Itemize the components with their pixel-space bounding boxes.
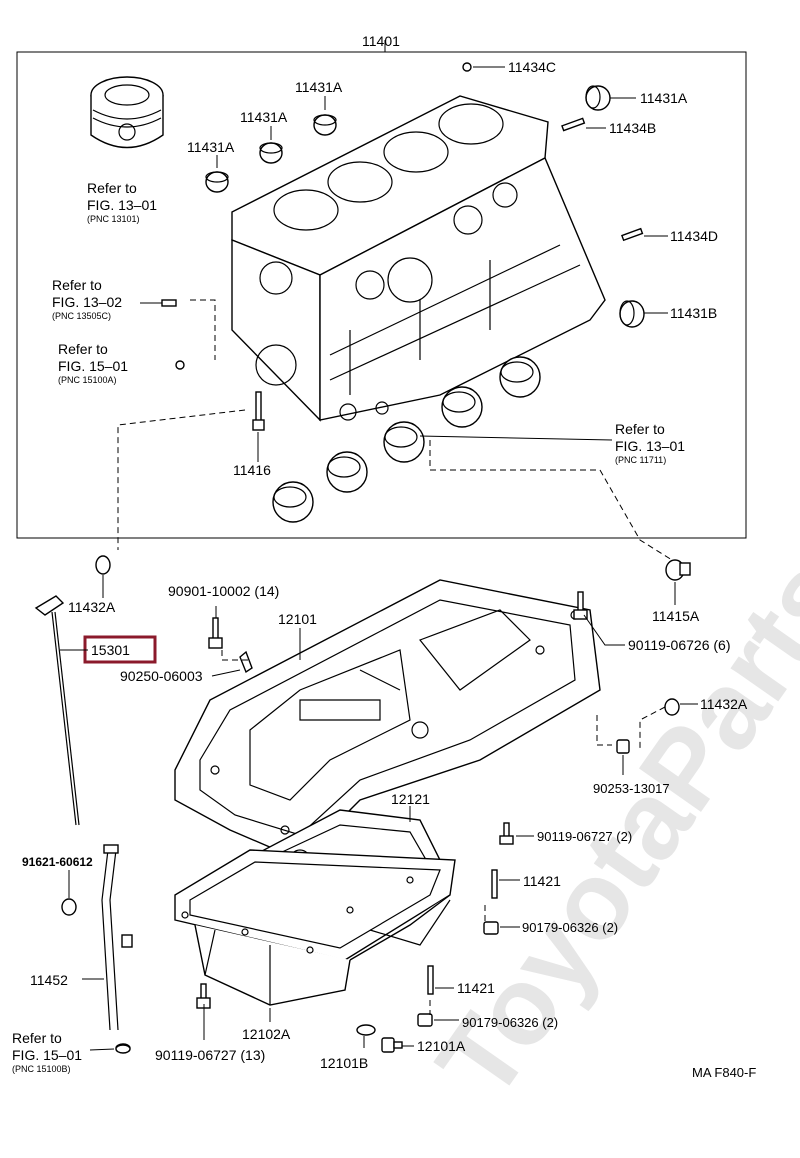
ref-bearing-line1: Refer to bbox=[615, 421, 665, 437]
ref-piston-line1: Refer to bbox=[87, 180, 137, 196]
ref-bearing-line2[interactable]: FIG. 13–01 bbox=[615, 438, 685, 454]
sensor-fitting bbox=[161, 299, 177, 307]
bolt-90119-06726 bbox=[573, 591, 588, 620]
figure-code: MA F840-F bbox=[692, 1065, 756, 1080]
pin-11434b bbox=[561, 117, 586, 132]
block-assembly-frame bbox=[16, 51, 747, 539]
nut-90179-06326-a bbox=[483, 921, 499, 935]
plug-11432a-left bbox=[95, 555, 111, 575]
ref-filter-pnc: (PNC 15100A) bbox=[58, 375, 117, 385]
filter-union bbox=[175, 360, 185, 370]
guide-oring bbox=[115, 1044, 131, 1054]
stud-11421-1 bbox=[491, 869, 498, 899]
stud-11416 bbox=[252, 391, 265, 431]
label-nut-2b[interactable]: 90179-06326 (2) bbox=[462, 1015, 558, 1030]
plug-11431b bbox=[619, 300, 645, 328]
label-bolt-13[interactable]: 90119-06727 (13) bbox=[155, 1047, 265, 1063]
ref-guide-pnc: (PNC 15100B) bbox=[12, 1064, 71, 1074]
label-plug-b[interactable]: 11431B bbox=[670, 305, 717, 321]
ref-piston-line2[interactable]: FIG. 13–01 bbox=[87, 197, 157, 213]
label-union-a[interactable]: 11415A bbox=[652, 608, 700, 624]
drain-plug-12101a bbox=[381, 1037, 403, 1053]
label-pin-b[interactable]: 11434B bbox=[609, 120, 656, 136]
label-drain-plug[interactable]: 12101A bbox=[417, 1038, 466, 1054]
label-nut-2a[interactable]: 90179-06326 (2) bbox=[522, 920, 618, 935]
ref-sensor-line1: Refer to bbox=[52, 277, 102, 293]
label-dipstick[interactable]: 15301 bbox=[91, 642, 130, 658]
label-drain-gasket[interactable]: 12101B bbox=[320, 1055, 368, 1071]
label-pin-d[interactable]: 11434D bbox=[670, 228, 718, 244]
lower-oil-pan-12102a bbox=[174, 849, 456, 1006]
plug-11431a-3 bbox=[205, 171, 229, 193]
ref-guide-line1: Refer to bbox=[12, 1030, 62, 1046]
drain-gasket-12101b bbox=[356, 1024, 376, 1036]
plug-11431a-2 bbox=[259, 142, 283, 164]
label-plug-union-2[interactable]: 11432A bbox=[700, 696, 748, 712]
bearing-set bbox=[272, 356, 541, 523]
bolt-90901-10002 bbox=[208, 617, 223, 649]
guide-tube-11452 bbox=[101, 844, 133, 1053]
label-plug-a-4[interactable]: 11431A bbox=[640, 90, 688, 106]
label-stud-1[interactable]: 11421 bbox=[523, 873, 561, 889]
union-11415a bbox=[665, 559, 691, 581]
ref-sensor-line2[interactable]: FIG. 13–02 bbox=[52, 294, 122, 310]
ref-filter-line2[interactable]: FIG. 15–01 bbox=[58, 358, 128, 374]
plug-11432a-right bbox=[664, 698, 680, 716]
bolt-90119-06727-2 bbox=[499, 822, 514, 845]
plug-11434c bbox=[462, 62, 472, 72]
label-bolt-2[interactable]: 90119-06727 (2) bbox=[537, 829, 632, 844]
cylinder-block-illustration bbox=[231, 95, 606, 422]
pin-90250-06003 bbox=[239, 650, 253, 674]
label-stud-2[interactable]: 11421 bbox=[457, 980, 495, 996]
label-plug-a-3[interactable]: 11431A bbox=[187, 139, 235, 155]
label-upper-pan[interactable]: 12101 bbox=[278, 611, 317, 627]
label-lower-pan-gasket[interactable]: 12121 bbox=[391, 791, 430, 807]
ref-piston-pnc: (PNC 13101) bbox=[87, 214, 140, 224]
ref-sensor-pnc: (PNC 13505C) bbox=[52, 311, 111, 321]
dipstick-15301 bbox=[34, 595, 80, 826]
stud-11421-2 bbox=[427, 965, 434, 995]
ref-filter-line1: Refer to bbox=[58, 341, 108, 357]
label-bolt-14[interactable]: 90901-10002 (14) bbox=[168, 583, 279, 599]
label-plug-a-1[interactable]: 11431A bbox=[295, 79, 343, 95]
label-stud-block[interactable]: 11416 bbox=[233, 462, 271, 478]
label-oring-guide[interactable]: 91621-60612 bbox=[22, 855, 93, 869]
nut-90179-06326-b bbox=[417, 1013, 433, 1027]
oring-91621-60612 bbox=[61, 898, 77, 916]
label-plug-c[interactable]: 11434C bbox=[508, 59, 556, 75]
ref-guide-line2[interactable]: FIG. 15–01 bbox=[12, 1047, 82, 1063]
plug-11431a-1 bbox=[313, 114, 337, 136]
label-washer-plug[interactable]: 90253-13017 bbox=[593, 781, 670, 796]
label-plug-union[interactable]: 11432A bbox=[68, 599, 116, 615]
label-lower-pan[interactable]: 12102A bbox=[242, 1026, 291, 1042]
pin-11434d bbox=[621, 227, 644, 242]
label-block-assembly[interactable]: 11401 bbox=[362, 33, 400, 49]
label-plug-a-2[interactable]: 11431A bbox=[240, 109, 288, 125]
label-bolt-6[interactable]: 90119-06726 (6) bbox=[628, 637, 730, 653]
plug-11431a-4 bbox=[585, 85, 611, 111]
piston-illustration bbox=[90, 76, 164, 149]
label-guide-tube[interactable]: 11452 bbox=[30, 972, 68, 988]
ref-bearing-pnc: (PNC 11711) bbox=[615, 455, 666, 465]
upper-oil-pan-12101 bbox=[174, 579, 601, 861]
washer-90253-13017 bbox=[616, 739, 630, 754]
label-pin-pan[interactable]: 90250-06003 bbox=[120, 668, 203, 684]
